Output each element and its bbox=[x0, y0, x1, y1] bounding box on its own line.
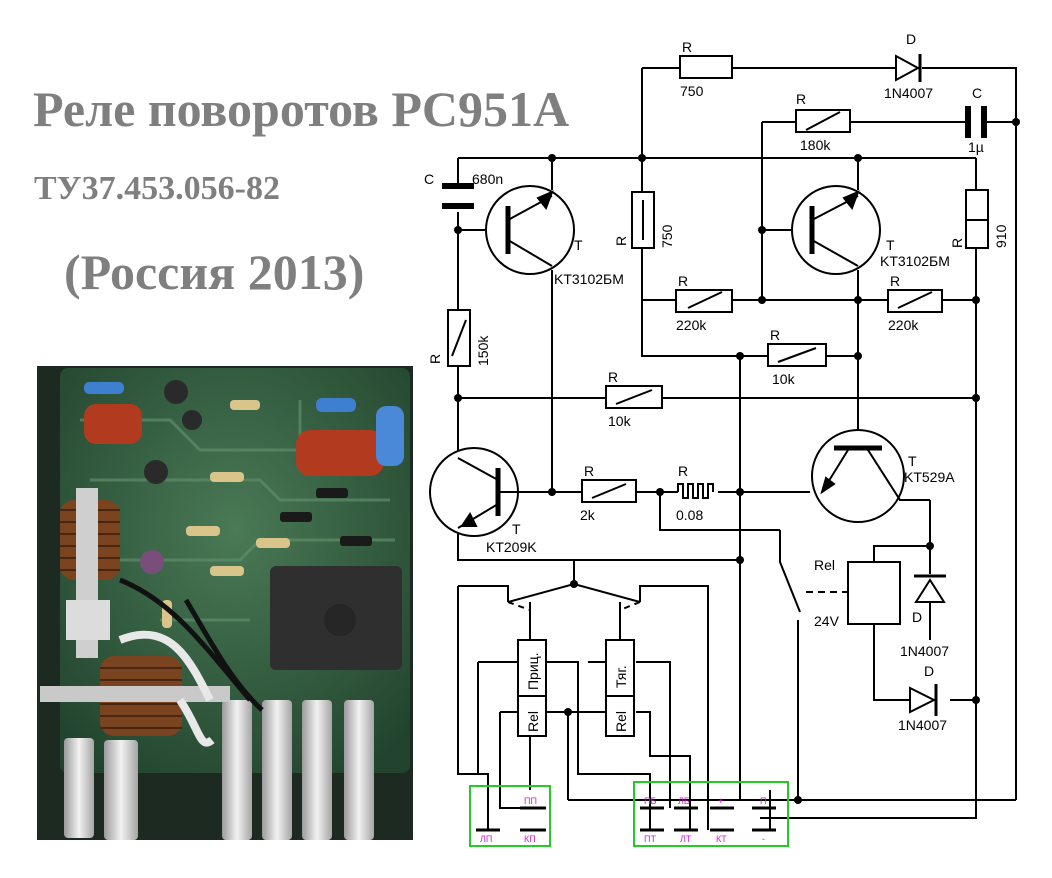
label-r-220k-a-letter: R bbox=[678, 273, 688, 289]
blue-resistor-1 bbox=[84, 382, 124, 394]
relay-coil-24v bbox=[847, 561, 901, 625]
transistor-power-body bbox=[811, 429, 905, 523]
resistor-180k-trimmer bbox=[805, 111, 841, 131]
label-d-top-letter: D bbox=[906, 31, 916, 47]
diodes bbox=[280, 488, 372, 546]
transistor-4 bbox=[140, 550, 164, 574]
connector-label-plus: + bbox=[718, 796, 723, 806]
label-r-910-value: 910 bbox=[993, 224, 1009, 248]
connector-pins bbox=[64, 700, 374, 840]
label-rel-tyag-letter: Rel bbox=[613, 711, 629, 732]
relay-pric-rel-box bbox=[517, 695, 547, 737]
label-rel-coil-letter: Rel bbox=[814, 557, 835, 573]
label-r-2k-value: 2k bbox=[580, 507, 596, 523]
connector-left bbox=[469, 785, 551, 847]
resistors bbox=[447, 55, 989, 503]
bracket-horizontal bbox=[40, 686, 230, 702]
label-r-220k-b-value: 220k bbox=[888, 317, 919, 333]
label-r-shunt-value: 0.08 bbox=[676, 507, 703, 523]
connector-right bbox=[633, 781, 789, 847]
pcb-photo bbox=[37, 366, 413, 840]
label-t-right-value: KT3102БМ bbox=[880, 253, 950, 269]
label-r-2k-letter: R bbox=[584, 463, 594, 479]
transistor-left-body bbox=[485, 185, 575, 275]
label-r-910-letter: R bbox=[949, 238, 965, 248]
label-r-10k-a-value: 10k bbox=[608, 413, 632, 429]
label-t-left-letter: T bbox=[574, 237, 583, 253]
connector-label-kp: КП bbox=[524, 834, 536, 844]
label-rel-pric-value: Приц. bbox=[525, 652, 541, 690]
connector-label-lb: ЛБ bbox=[678, 796, 690, 806]
label-r-10k-b-value: 10k bbox=[772, 371, 796, 387]
red-capacitor-2 bbox=[296, 430, 384, 476]
label-r-top-letter: R bbox=[682, 39, 692, 55]
label-d-bot-letter: D bbox=[924, 663, 934, 679]
label-r-10k-a-letter: R bbox=[608, 369, 618, 385]
relay-tyag-rel-box bbox=[605, 695, 635, 737]
connector-label-lp: ЛП bbox=[480, 834, 492, 844]
label-t-right-letter: T bbox=[886, 237, 895, 253]
label-r-180k-letter: R bbox=[796, 91, 806, 107]
diode-bottom bbox=[909, 686, 937, 714]
white-wires bbox=[118, 630, 215, 747]
label-r-750v-letter: R bbox=[613, 236, 629, 246]
label-r-220k-a-value: 220k bbox=[676, 317, 707, 333]
diode-top bbox=[895, 54, 921, 82]
label-r-150k-value: 150k bbox=[475, 335, 491, 366]
label-r-220k-b-letter: R bbox=[890, 273, 900, 289]
label-r-shunt-letter: R bbox=[678, 463, 688, 479]
label-d-bot-value: 1N4007 bbox=[898, 717, 947, 733]
label-t-left-value: KT3102БМ bbox=[554, 271, 624, 287]
diode-mid bbox=[914, 578, 946, 603]
black-wires bbox=[119, 577, 264, 712]
connector-label-minus: - bbox=[762, 834, 765, 844]
label-c-680n-value: 680n bbox=[472, 171, 503, 187]
transistor-1 bbox=[164, 380, 188, 404]
label-rel-tyag-value: Тяг. bbox=[613, 665, 629, 688]
label-r-150k-letter: R bbox=[427, 354, 443, 364]
connector-label-p: П bbox=[760, 796, 766, 806]
connector-label-pp: ПП bbox=[524, 796, 537, 806]
label-r-180k-value: 180k bbox=[800, 137, 831, 153]
relay-tyag-box bbox=[605, 639, 635, 697]
relay-pric-box bbox=[517, 639, 547, 697]
title-line-2: ТУ37.453.056-82 bbox=[34, 170, 280, 207]
resistor-750-top bbox=[679, 55, 733, 79]
connector-label-pt: ПТ bbox=[644, 834, 656, 844]
connector-pin-marks bbox=[476, 806, 776, 832]
label-t-power-value: KT529A bbox=[904, 469, 955, 485]
red-capacitor-1 bbox=[84, 404, 142, 444]
label-c-1u-value: 1µ bbox=[968, 139, 984, 155]
blue-resistor-3 bbox=[376, 406, 404, 466]
connector-label-kt: КТ bbox=[716, 834, 727, 844]
label-t-power-letter: T bbox=[908, 453, 917, 469]
connector-label-lt: ЛТ bbox=[680, 834, 692, 844]
capacitors bbox=[442, 106, 987, 209]
connector-label-pb: ПБ bbox=[644, 796, 656, 806]
label-d-mid-letter: D bbox=[912, 609, 922, 625]
label-t-kt209-value: KT209K bbox=[486, 539, 537, 555]
transistor-right-body bbox=[791, 185, 881, 275]
label-rel-pric-letter: Rel bbox=[525, 711, 541, 732]
label-c-1u-letter: C bbox=[972, 85, 982, 101]
label-r-10k-b-letter: R bbox=[770, 327, 780, 343]
transistor-3 bbox=[144, 460, 168, 484]
transistor-2 bbox=[182, 410, 202, 430]
label-rel-coil-value: 24V bbox=[814, 613, 840, 629]
blue-resistor-2 bbox=[316, 398, 356, 412]
title-line-3: (Россия 2013) bbox=[64, 244, 365, 300]
label-d-top-value: 1N4007 bbox=[884, 85, 933, 101]
resistor-shunt-0-08 bbox=[677, 483, 714, 499]
label-d-mid-value: 1N4007 bbox=[900, 643, 949, 659]
label-t-kt209-letter: T bbox=[512, 521, 521, 537]
diodes-schematic bbox=[895, 54, 946, 716]
label-c-680n-letter: C bbox=[424, 171, 434, 187]
title-line-1: Реле поворотов PC951A bbox=[33, 81, 570, 137]
label-r-top-value: 750 bbox=[680, 83, 704, 99]
label-r-750v-value: 750 bbox=[659, 224, 675, 248]
transistors bbox=[429, 185, 930, 537]
